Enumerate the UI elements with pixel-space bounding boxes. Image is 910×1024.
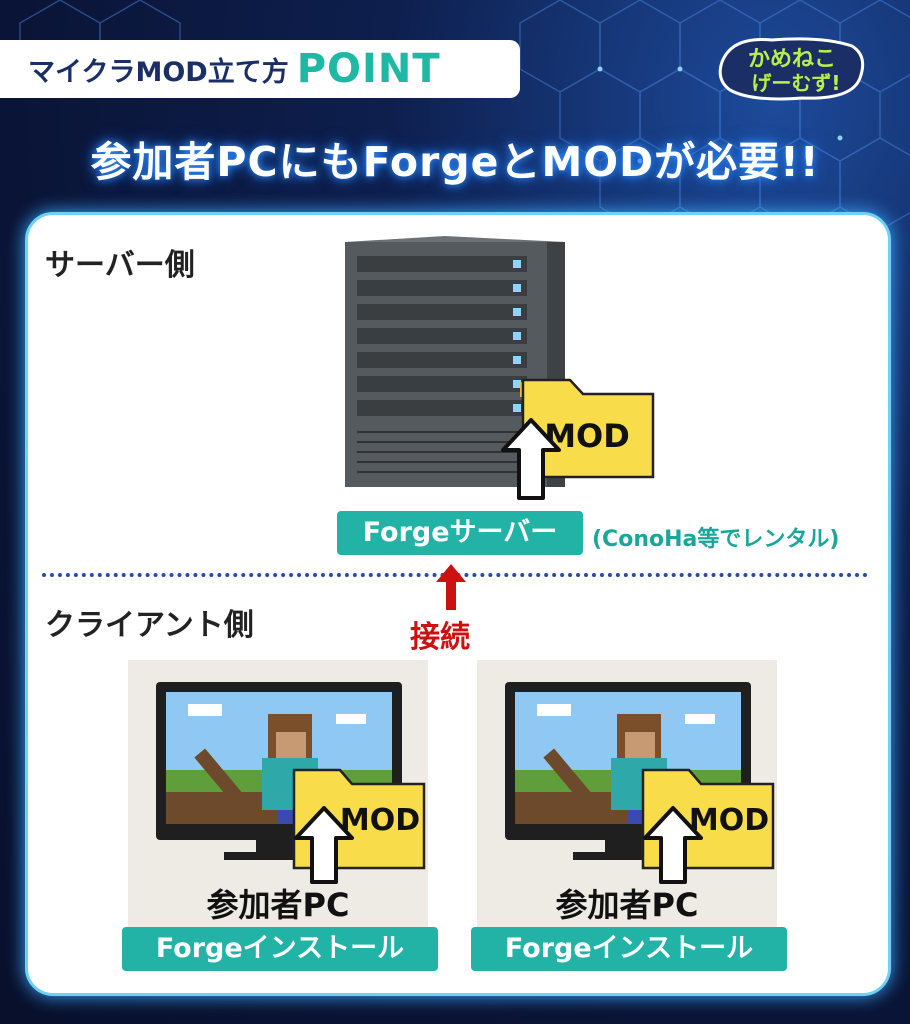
server-illustration: MOD	[345, 236, 655, 500]
client-pc-illustration: MOD	[128, 660, 428, 930]
point-tag-prefix: マイクラMOD立て方	[28, 56, 289, 88]
logo-line2: げーむず!	[751, 71, 840, 95]
client2-forge-tag: Forgeインストール	[471, 927, 787, 971]
server-side-label: サーバー側	[45, 248, 195, 283]
client2-pc-label: 参加者PC	[555, 886, 699, 924]
client-side-label: クライアント側	[45, 608, 254, 643]
point-tag-highlight: POINT	[296, 46, 441, 92]
server-tower-icon	[345, 236, 565, 487]
client1-folder-label: MOD	[340, 803, 420, 838]
logo-line1: かめねこ	[748, 47, 836, 72]
point-tag: マイクラMOD立て方 POINT	[0, 40, 520, 98]
client1-pc-label: 参加者PC	[206, 886, 350, 924]
headline: 参加者PCにもForgeとMODが必要!!	[90, 138, 820, 186]
upload-arrow-icon	[501, 418, 561, 500]
client2-folder-label: MOD	[689, 803, 769, 838]
upload-arrow-icon	[294, 806, 354, 884]
connection-arrow-icon	[436, 564, 466, 610]
kameneko-logo: かめねこ げーむず!	[718, 37, 865, 101]
client1-forge-tag: Forgeインストール	[122, 927, 438, 971]
forge-server-tag: Forgeサーバー	[337, 511, 583, 555]
client-pc-illustration: MOD	[477, 660, 777, 930]
rental-note: (ConoHa等でレンタル)	[592, 527, 840, 552]
connection-label: 接続	[410, 620, 470, 655]
upload-arrow-icon	[643, 806, 703, 884]
